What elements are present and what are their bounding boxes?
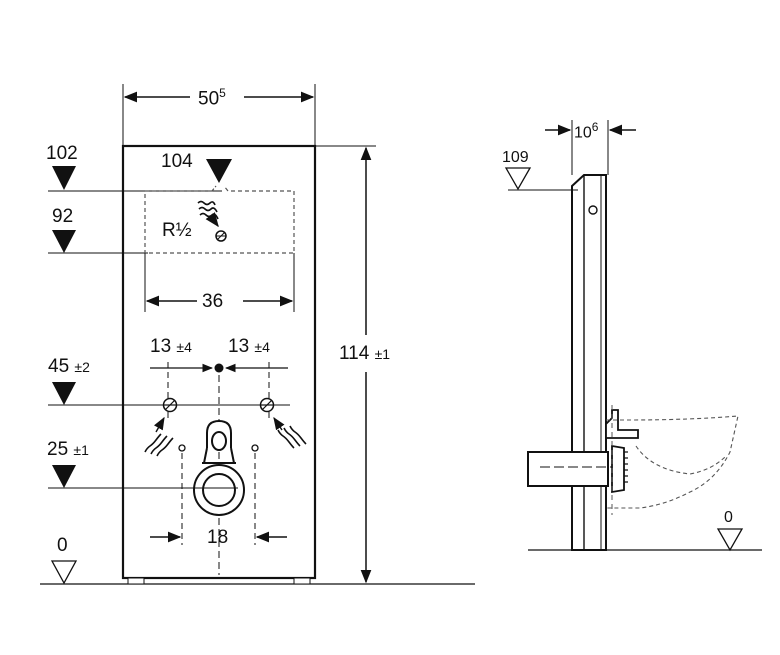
height-value: 114 xyxy=(339,343,370,364)
bolt-hole-right xyxy=(251,444,259,452)
drain-neck-left xyxy=(203,447,208,464)
offset-right-value: 13 xyxy=(228,336,250,357)
wc-bowl-inner-dashed xyxy=(635,445,727,475)
width-sup: 5 xyxy=(219,86,226,100)
level-0-side-label: 0 xyxy=(724,509,733,526)
flush-connector xyxy=(605,409,639,439)
level-102-label: 102 xyxy=(46,143,78,164)
drain-neck-right xyxy=(230,447,235,464)
center-point xyxy=(214,363,224,373)
depth-sup: 6 xyxy=(591,120,599,134)
side-view xyxy=(504,120,762,552)
side-button-icon xyxy=(588,205,598,215)
water-inlet-fitting-icon xyxy=(215,230,227,242)
offset-left-tolerance: ±4 xyxy=(176,339,192,355)
water-connection-label: R½ xyxy=(162,220,192,241)
wave-right-arrow xyxy=(273,416,285,431)
inlet-zone-dashed xyxy=(144,185,295,254)
flush-pipe-opening xyxy=(211,431,227,451)
level-109-triangle xyxy=(504,167,532,191)
depth-label: 106 xyxy=(574,121,598,141)
level-109-label: 109 xyxy=(502,149,529,166)
level-0-triangle xyxy=(50,560,78,585)
offset-right-label: 13 ±4 xyxy=(228,337,270,356)
inlet-zone-notch xyxy=(211,185,217,192)
level-92-triangle xyxy=(52,230,76,253)
level-102-triangle xyxy=(52,166,76,190)
water-wave-right-icon xyxy=(277,425,307,449)
offset-right-tolerance: ±4 xyxy=(254,339,270,355)
fitting-right-icon xyxy=(259,397,275,413)
level-25-label: 25 ±1 xyxy=(47,440,89,459)
level-25-triangle xyxy=(52,465,76,488)
drain-inner-ring xyxy=(202,473,236,507)
wc-bowl-dashed xyxy=(606,415,739,509)
fitting-left-icon xyxy=(162,397,178,413)
inlet-arrow xyxy=(205,212,219,228)
depth-value: 10 xyxy=(574,124,592,142)
width-label: 505 xyxy=(198,87,226,108)
level-45-tolerance: ±2 xyxy=(74,359,90,375)
foot-left xyxy=(127,577,145,585)
width-value: 50 xyxy=(198,88,220,110)
drain-pipe xyxy=(527,451,609,487)
level-25-value: 25 xyxy=(47,439,69,460)
water-wave-left-icon xyxy=(144,433,174,457)
front-view xyxy=(40,84,475,585)
height-tolerance: ±1 xyxy=(374,346,391,362)
bolt-hole-left xyxy=(178,444,186,452)
level-25-tolerance: ±1 xyxy=(73,442,89,458)
offset-left-label: 13 ±4 xyxy=(150,337,192,356)
height-label: 114 ±1 xyxy=(339,344,390,363)
level-45-label: 45 ±2 xyxy=(48,357,90,376)
inlet-zone-width-label: 36 xyxy=(202,291,224,312)
wave-left-arrow xyxy=(153,416,165,433)
level-45-value: 45 xyxy=(48,356,70,377)
level-45-triangle xyxy=(52,382,76,405)
offset-left-value: 13 xyxy=(150,336,172,357)
foot-right xyxy=(293,577,311,585)
level-0-label: 0 xyxy=(57,535,68,556)
bolt-spacing-label: 18 xyxy=(207,527,229,548)
drain-seal-ribs xyxy=(624,451,628,483)
level-104-label: 104 xyxy=(161,151,193,172)
level-0-side-triangle xyxy=(716,528,744,552)
level-92-label: 92 xyxy=(52,206,74,227)
level-104-triangle xyxy=(206,159,232,183)
drain-seal xyxy=(611,444,625,494)
